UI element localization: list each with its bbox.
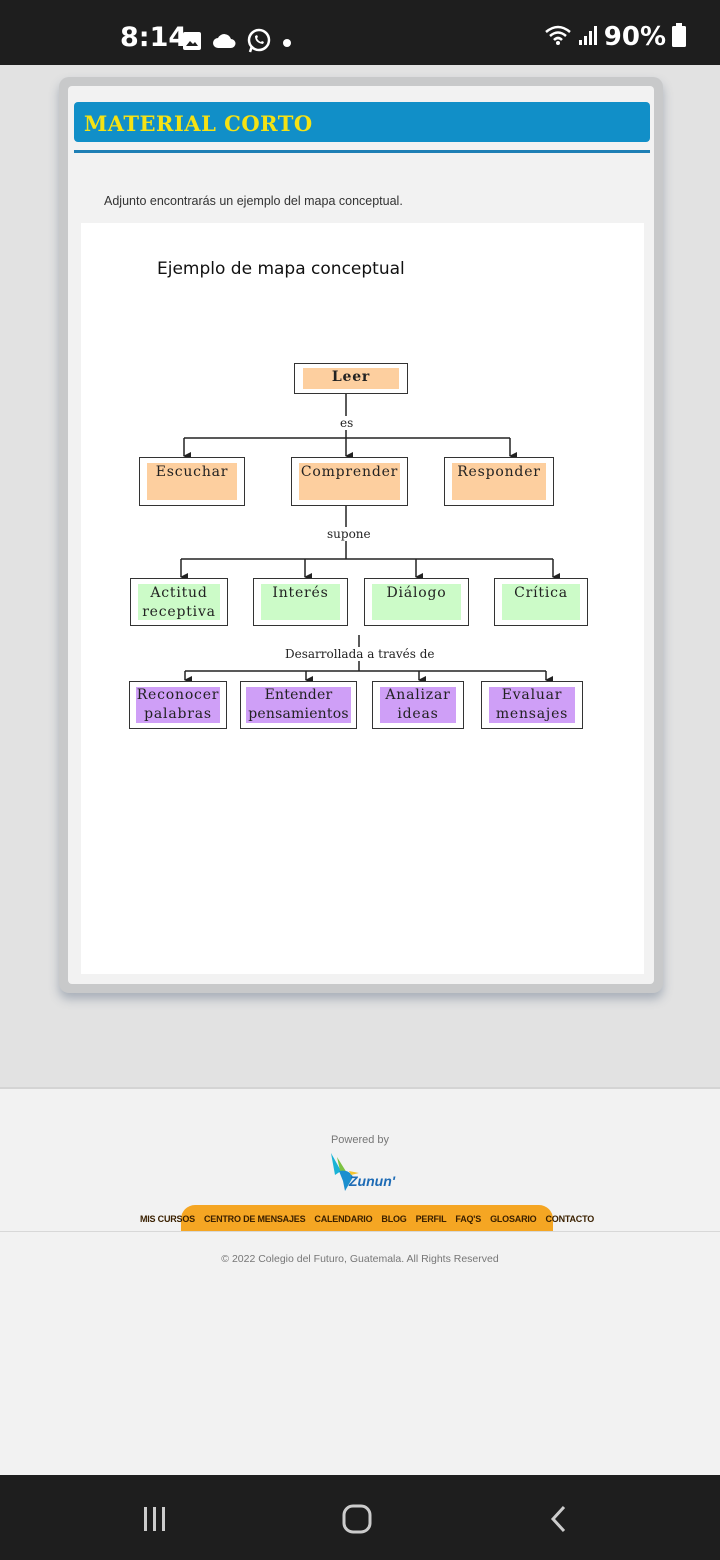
header-divider [74,150,650,153]
nav-contacto[interactable]: CONTACTO [545,1213,595,1224]
link-label-es: es [339,416,355,430]
back-icon[interactable] [546,1504,572,1539]
copyright-text: © 2022 Colegio del Futuro, Guatemala. Al… [221,1253,499,1265]
signal-icon [578,24,598,51]
hummingbird-icon [331,1153,359,1191]
node-dialogo: Diálogo [364,578,469,626]
wifi-icon [544,24,572,51]
node-interes: Interés [253,578,348,626]
footer-divider [0,1231,720,1232]
link-label-supone: supone [326,527,372,541]
logo-text: Zunun' [349,1173,396,1189]
powered-by-label: Powered by [330,1134,390,1146]
concept-map-title: Ejemplo de mapa conceptual [157,259,405,279]
android-nav-bar [0,1475,720,1560]
home-icon[interactable] [341,1503,373,1540]
node-actitud-receptiva: Actitud receptiva [130,578,228,626]
intro-text: Adjunto encontrarás un ejemplo del mapa … [104,194,403,208]
node-analizar-ideas: Analizar ideas [372,681,464,729]
whatsapp-icon [246,28,272,59]
nav-mis-cursos[interactable]: MIS CURSOS [139,1213,195,1224]
status-bar: 8:14 90% [0,0,720,65]
dot-icon [282,35,292,53]
page-title: MATERIAL CORTO [84,111,313,136]
page-footer: Powered by Zunun' MIS CURSOS CENTRO DE M… [0,1087,720,1477]
node-evaluar-mensajes: Evaluar mensajes [481,681,583,729]
battery-icon [672,22,686,52]
concept-map-image[interactable]: Ejemplo de mapa conceptual [81,223,644,974]
clock: 8:14 [120,22,188,53]
recents-icon[interactable] [141,1505,169,1538]
node-entender-pensamientos: Entender pensamientos [240,681,357,729]
nav-perfil[interactable]: PERFIL [415,1213,447,1224]
content-area: MATERIAL CORTO Adjunto encontrarás un ej… [0,65,720,1087]
section-header: MATERIAL CORTO [74,102,650,142]
nav-centro-de-mensajes[interactable]: CENTRO DE MENSAJES [203,1213,306,1224]
node-responder: Responder [444,457,554,506]
zunun-logo[interactable]: Zunun' [327,1151,407,1193]
nav-blog[interactable]: BLOG [381,1213,407,1224]
node-leer: Leer [294,363,408,394]
concept-map-connectors [180,393,560,684]
node-escuchar: Escuchar [139,457,245,506]
node-critica: Crítica [494,578,588,626]
battery-percent: 90% [603,22,666,52]
footer-nav: MIS CURSOS CENTRO DE MENSAJES CALENDARIO… [140,1205,594,1232]
node-comprender: Comprender [291,457,408,506]
nav-calendario[interactable]: CALENDARIO [314,1213,373,1224]
nav-glosario[interactable]: GLOSARIO [490,1213,537,1224]
image-icon [182,31,202,56]
material-card: MATERIAL CORTO Adjunto encontrarás un ej… [59,77,663,993]
node-reconocer-palabras: Reconocer palabras [129,681,227,729]
nav-faqs[interactable]: FAQ'S [455,1213,482,1224]
link-label-desarrollada: Desarrollada a través de [284,647,436,661]
cloud-icon [212,33,236,54]
